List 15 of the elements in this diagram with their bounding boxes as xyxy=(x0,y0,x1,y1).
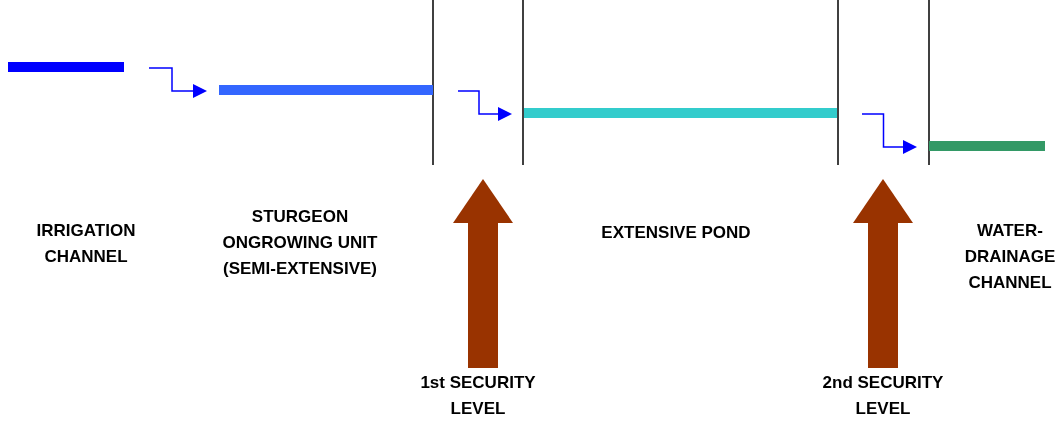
water-level-bar xyxy=(929,141,1045,151)
water-level-bar xyxy=(524,108,837,118)
water-level-bar xyxy=(219,85,433,95)
security-level-text: 1st SECURITY LEVEL xyxy=(403,370,553,422)
channel-label: EXTENSIVE POND xyxy=(600,222,752,244)
step-arrow xyxy=(861,113,917,154)
thick-arrow xyxy=(853,179,913,368)
channel-label: IRRIGATION CHANNEL xyxy=(35,220,137,268)
step-arrow xyxy=(148,67,207,98)
water-level-bar xyxy=(8,62,124,72)
channel-label: WATER- DRAINAGE CHANNEL xyxy=(963,220,1057,294)
security-level-text: 2nd SECURITY LEVEL xyxy=(808,370,958,422)
channel-label: STURGEON ONGROWING UNIT (SEMI-EXTENSIVE) xyxy=(221,206,379,280)
thick-arrow xyxy=(453,179,513,368)
step-arrow xyxy=(457,90,512,121)
